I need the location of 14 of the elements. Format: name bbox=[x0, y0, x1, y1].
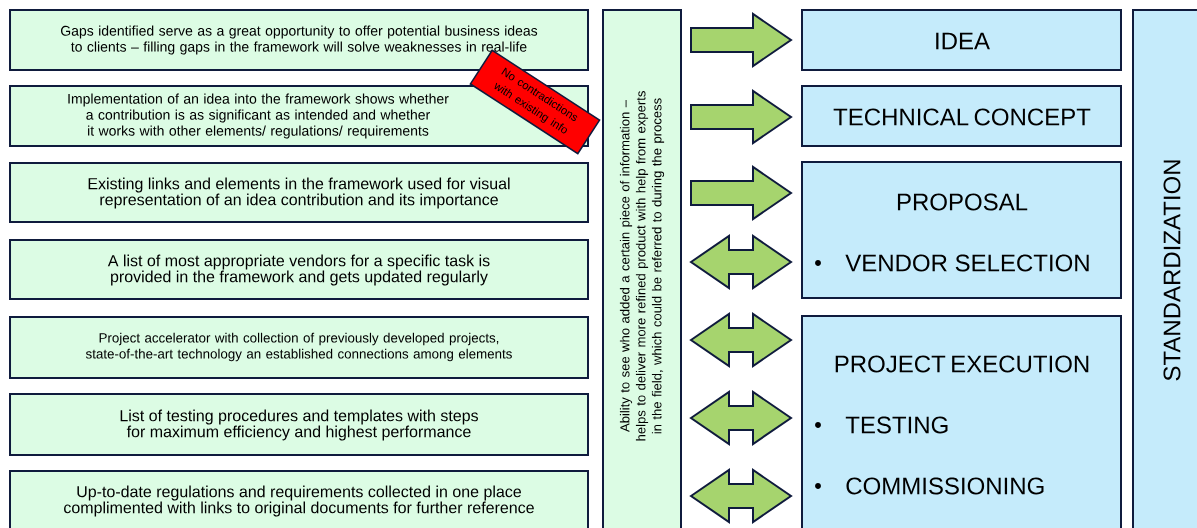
block-arrow bbox=[690, 165, 793, 221]
info-box: Existing links and elements in the framework used for visual representation of an idea contribution and its importance bbox=[9, 162, 589, 223]
info-box: A list of most appropriate vendors for a specific task is provided in the framework and gets updated regularly bbox=[9, 239, 589, 300]
vertical-bar: STANDARDIZATION bbox=[1132, 9, 1197, 528]
block-arrow bbox=[690, 12, 793, 68]
info-box: List of testing procedures and templates with steps for maximum efficiency and highest performance bbox=[9, 393, 589, 456]
vertical-band: Ability to see who added a certain piece of information – helps to deliver more refined product with help from experts in the field, which could be referred to during the process bbox=[602, 9, 682, 528]
info-box: Up-to-date regulations and requirements collected in one place complimented with links to original documents for further reference bbox=[9, 470, 589, 528]
process-box: IDEA bbox=[801, 9, 1122, 71]
block-arrow bbox=[690, 89, 793, 145]
process-box: PROJECT EXECUTION TESTING COMMISSIONING bbox=[801, 315, 1122, 528]
process-box: TECHNICAL CONCEPT bbox=[801, 85, 1122, 147]
process-box: PROPOSAL VENDOR SELECTION bbox=[801, 161, 1122, 299]
info-box: Project accelerator with collection of previously developed projects, state-of-the-art technology an established connections among elements bbox=[9, 316, 589, 379]
